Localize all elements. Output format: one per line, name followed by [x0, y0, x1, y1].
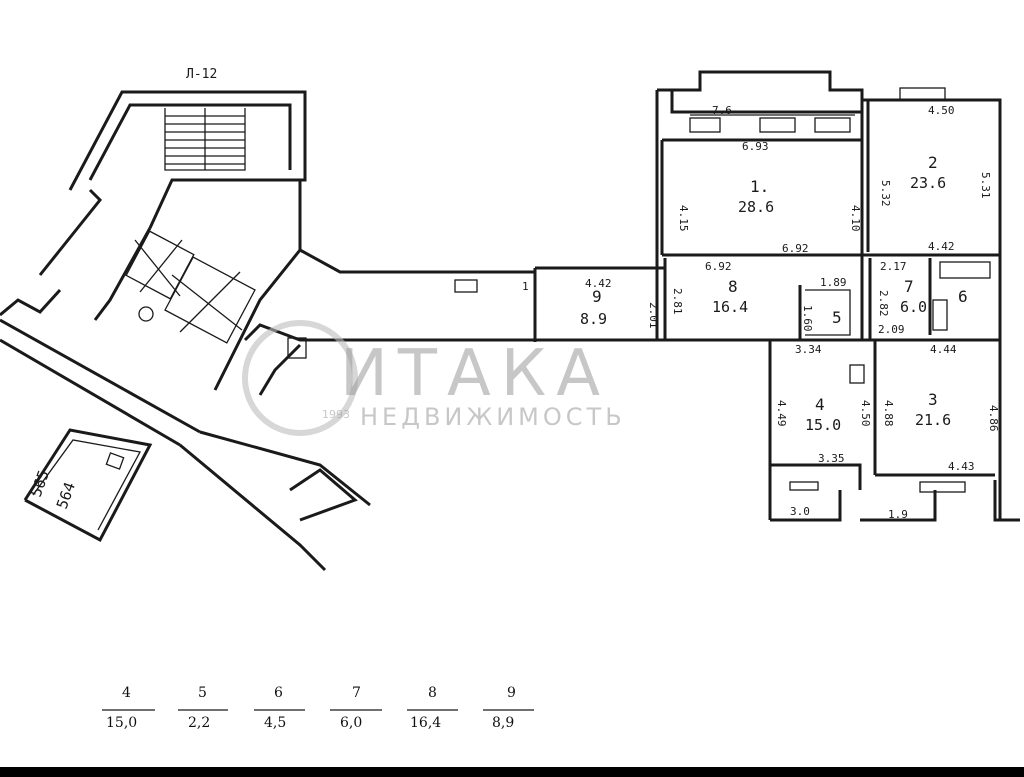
room-4-number: 4 — [815, 395, 825, 414]
dimension: 2.17 — [880, 260, 907, 273]
dimension: 3.0 — [790, 505, 810, 518]
room-5-number: 5 — [832, 308, 842, 327]
room-1-number: 1. — [750, 177, 769, 196]
apartment-outline — [533, 70, 1020, 522]
dimension: 2.82 — [877, 290, 890, 317]
dimension: 4.15 — [677, 205, 690, 232]
dimension: 564 — [53, 480, 79, 512]
dimension: 3.34 — [795, 343, 822, 356]
dimension: 4.43 — [948, 460, 975, 473]
room-7-area: 6.0 — [900, 298, 927, 316]
legend-room-area: 8,9 — [492, 715, 514, 731]
room-1-area: 28.6 — [738, 198, 774, 216]
dimension: 5.32 — [879, 180, 892, 207]
dimension: 6.93 — [742, 140, 769, 153]
dimension: 4.88 — [882, 400, 895, 427]
legend-room-area: 15,0 — [106, 715, 137, 731]
legend-room-number: 8 — [428, 685, 437, 701]
dimension: 1.9 — [888, 508, 908, 521]
room-2-number: 2 — [928, 153, 938, 172]
dimension: 4.42 — [928, 240, 955, 253]
legend-room-area: 6,0 — [340, 715, 362, 731]
legend-room-number: 6 — [274, 685, 283, 701]
bottom-bar — [0, 767, 1024, 777]
area-legend: 4 15,0 5 2,2 6 4,5 7 6,0 8 16,4 9 8,9 — [102, 685, 534, 731]
room-labels: 1. 28.6 2 23.6 3 21.6 4 15.0 5 6 7 6.0 8… — [580, 153, 968, 434]
room-3-number: 3 — [928, 390, 938, 409]
room-4-area: 15.0 — [805, 416, 841, 434]
dimension-labels: 7.6 6.93 4.50 4.15 4.10 5.32 5.31 6.92 4… — [27, 104, 1000, 521]
dimension: 3.35 — [818, 452, 845, 465]
dimension: 2.81 — [671, 288, 684, 315]
legend-room-area: 2,2 — [188, 715, 210, 731]
legend-room-area: 4,5 — [264, 715, 286, 731]
dimension: 4.86 — [987, 405, 1000, 432]
legend-room-number: 4 — [122, 685, 131, 701]
corridor — [243, 248, 730, 396]
dimension: 4.42 — [585, 277, 612, 290]
room-3-area: 21.6 — [915, 411, 951, 429]
watermark: ИТАКА 1993 НЕДВИЖИМОСТЬ — [242, 320, 626, 436]
header-label: Л-12 — [186, 67, 217, 82]
stair-core — [0, 90, 371, 572]
dimension: 1 — [522, 280, 529, 293]
dimension: 4.50 — [928, 104, 955, 117]
legend-room-number: 7 — [352, 685, 361, 701]
dimension: 1.60 — [801, 305, 814, 332]
dimension: 5.31 — [979, 172, 992, 199]
dimension: 6.92 — [705, 260, 732, 273]
dimension: 1.89 — [820, 276, 847, 289]
legend-room-area: 16,4 — [410, 715, 441, 731]
room-9-number: 9 — [592, 287, 602, 306]
legend-room-number: 5 — [198, 685, 207, 701]
watermark-name: ИТАКА — [340, 337, 610, 411]
watermark-year: 1993 — [322, 408, 350, 421]
room-8-number: 8 — [728, 277, 738, 296]
dimension: 565 — [27, 468, 53, 500]
room-8-area: 16.4 — [712, 298, 748, 316]
dimension: 4.44 — [930, 343, 957, 356]
room-6-number: 6 — [958, 287, 968, 306]
dimension: 6.92 — [782, 242, 809, 255]
dimension: 4.50 — [859, 400, 872, 427]
room-7-number: 7 — [904, 277, 914, 296]
room-2-area: 23.6 — [910, 174, 946, 192]
legend-room-number: 9 — [507, 685, 516, 701]
dimension: 4.10 — [849, 205, 862, 232]
dimension: 7.6 — [712, 104, 732, 117]
dimension: 2.01 — [647, 302, 660, 329]
dimension: 4.49 — [775, 400, 788, 427]
room-9-area: 8.9 — [580, 310, 607, 328]
watermark-tagline: НЕДВИЖИМОСТЬ — [360, 403, 626, 431]
dimension: 2.09 — [878, 323, 905, 336]
